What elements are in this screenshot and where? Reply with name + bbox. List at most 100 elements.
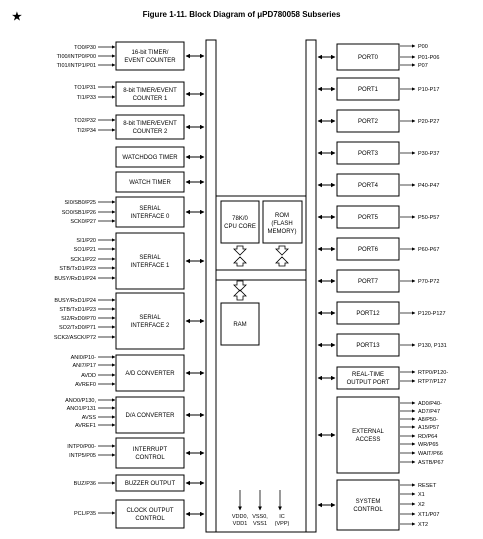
block-sys-label: SYSTEM — [356, 499, 381, 505]
block-intc-label: INTERRUPT — [133, 447, 168, 453]
ic-pin-label-2: (VPP) — [275, 521, 290, 527]
pin-label: TO1/P31 — [74, 85, 96, 91]
pin-label: SI1/P20 — [76, 238, 96, 244]
ram-block — [220, 302, 260, 346]
pin-label: WR/P65 — [418, 442, 438, 448]
block-port1-label: PORT1 — [358, 87, 379, 93]
pin-label: TI2/P34 — [77, 128, 96, 134]
pin-label: P30-P37 — [418, 151, 439, 157]
block-port0 — [336, 43, 400, 71]
block-tm2-label: 8-bit TIMER/EVENT — [123, 121, 177, 127]
block-adc — [115, 354, 185, 392]
pin-label: P50-P57 — [418, 215, 439, 221]
pin-label: BUSY/RxD1/P24 — [54, 298, 96, 304]
pin-label: SCK2/ASCK/P72 — [54, 335, 96, 341]
pin-label: AD7/P47 — [418, 409, 440, 415]
block-port5-label: PORT5 — [358, 215, 379, 221]
block-port3-label: PORT3 — [358, 151, 379, 157]
pin-label: ANI7/P17 — [72, 363, 96, 369]
pin-label: RD/P64 — [418, 434, 437, 440]
block-buz — [115, 474, 185, 492]
block-tm1-label: 8-bit TIMER/EVENT — [123, 88, 177, 94]
block-port4-label: PORT4 — [358, 183, 379, 189]
block-tm2 — [115, 114, 185, 140]
vss-pin-label-2: VSS1 — [253, 521, 267, 527]
block-sys-label: CONTROL — [353, 507, 383, 513]
pin-label: X2 — [418, 502, 425, 508]
block-sys — [336, 479, 400, 531]
block-wt-label: WATCH TIMER — [129, 180, 171, 186]
pin-label: A8/P50- — [418, 417, 438, 423]
pin-label: ANO1/P131 — [67, 406, 96, 412]
pin-label: P120-P127 — [418, 311, 446, 317]
pin-label: XT1/P07 — [418, 512, 439, 518]
pin-label: AVREF0 — [75, 382, 96, 388]
block-intc-label: CONTROL — [135, 455, 165, 461]
block-ext-label: EXTERNAL — [352, 429, 384, 435]
pin-label: STB/TxD1/P23 — [59, 307, 96, 313]
pin-label: TO0/P30 — [74, 45, 96, 51]
block-port12 — [336, 301, 400, 325]
block-clk-label: CONTROL — [135, 516, 165, 522]
pin-label: P20-P27 — [418, 119, 439, 125]
figure-title: Figure 1-11. Block Diagram of μPD780058 … — [142, 10, 341, 19]
revision-star-mark: ★ — [12, 11, 22, 23]
pin-label: RTP7/P127 — [418, 379, 446, 385]
pin-label: PCL/P35 — [74, 511, 96, 517]
pin-label: P40-P47 — [418, 183, 439, 189]
pin-label: BUSY/RxD1/P24 — [54, 276, 96, 282]
block-si2-label: INTERFACE 2 — [131, 323, 170, 329]
ram-bus-arrow — [233, 280, 247, 301]
block-tm0-label: EVENT COUNTER — [124, 58, 176, 64]
block-rtp — [336, 366, 400, 390]
pin-label: AVDD — [81, 373, 96, 379]
pin-label: P70-P72 — [418, 279, 439, 285]
block-dac-label: D/A CONVERTER — [126, 413, 176, 419]
rom-label-3: MEMORY) — [268, 229, 297, 235]
peripheral-blocks: 16-bit TIMER/EVENT COUNTERTO0/P30TI00/IN… — [54, 41, 205, 529]
block-adc-label: A/D CONVERTER — [125, 371, 175, 377]
pin-label: XT2 — [418, 522, 428, 528]
block-port0-label: PORT0 — [358, 55, 379, 61]
block-tm0 — [115, 41, 185, 71]
pin-label: X1 — [418, 492, 425, 498]
pin-label: RESET — [418, 483, 437, 489]
block-tm1 — [115, 81, 185, 107]
pin-label: SCK0/P27 — [70, 219, 96, 225]
pin-label: SO0/SB1/P26 — [62, 210, 96, 216]
pin-label: INTP5/P05 — [69, 453, 96, 459]
pin-label: SO2/TxD0/P71 — [59, 325, 96, 331]
vdd-pin-label-1: VDD0, — [232, 514, 249, 520]
block-port3 — [336, 141, 400, 165]
block-si2-label: SERIAL — [139, 315, 161, 321]
pin-label: ANI0/P10- — [71, 355, 97, 361]
cpu-core-label-1: 78K/0 — [232, 216, 248, 222]
block-clk-label: CLOCK OUTPUT — [126, 508, 173, 514]
block-port6 — [336, 237, 400, 261]
block-si0-label: INTERFACE 0 — [131, 214, 170, 220]
pin-label: SI0/SB0/P25 — [65, 200, 97, 206]
block-si0-label: SERIAL — [139, 206, 161, 212]
cpu-core-label-2: CPU CORE — [224, 224, 256, 230]
block-port2-label: PORT2 — [358, 119, 379, 125]
vdd-pin-label-2: VDD1 — [233, 521, 248, 527]
ram-label: RAM — [233, 322, 246, 328]
block-port7 — [336, 269, 400, 293]
block-port4 — [336, 173, 400, 197]
pin-label: WAIT/P66 — [418, 451, 443, 457]
vss-pin-label-1: VSS0, — [252, 514, 268, 520]
pin-label: SCK1/P22 — [70, 257, 96, 263]
pin-label: AVSS — [82, 415, 97, 421]
block-si2 — [115, 292, 185, 350]
block-dac — [115, 396, 185, 434]
block-si1 — [115, 232, 185, 290]
block-si1-label: SERIAL — [139, 255, 161, 261]
block-rtp-label: OUTPUT PORT — [347, 380, 390, 386]
cpu-core-block — [220, 200, 260, 244]
block-port2 — [336, 109, 400, 133]
block-si0 — [115, 196, 185, 228]
block-wdt-label: WATCHDOG TIMER — [122, 155, 178, 161]
pin-label: P60-P67 — [418, 247, 439, 253]
pin-label: ASTB/P67 — [418, 460, 444, 466]
